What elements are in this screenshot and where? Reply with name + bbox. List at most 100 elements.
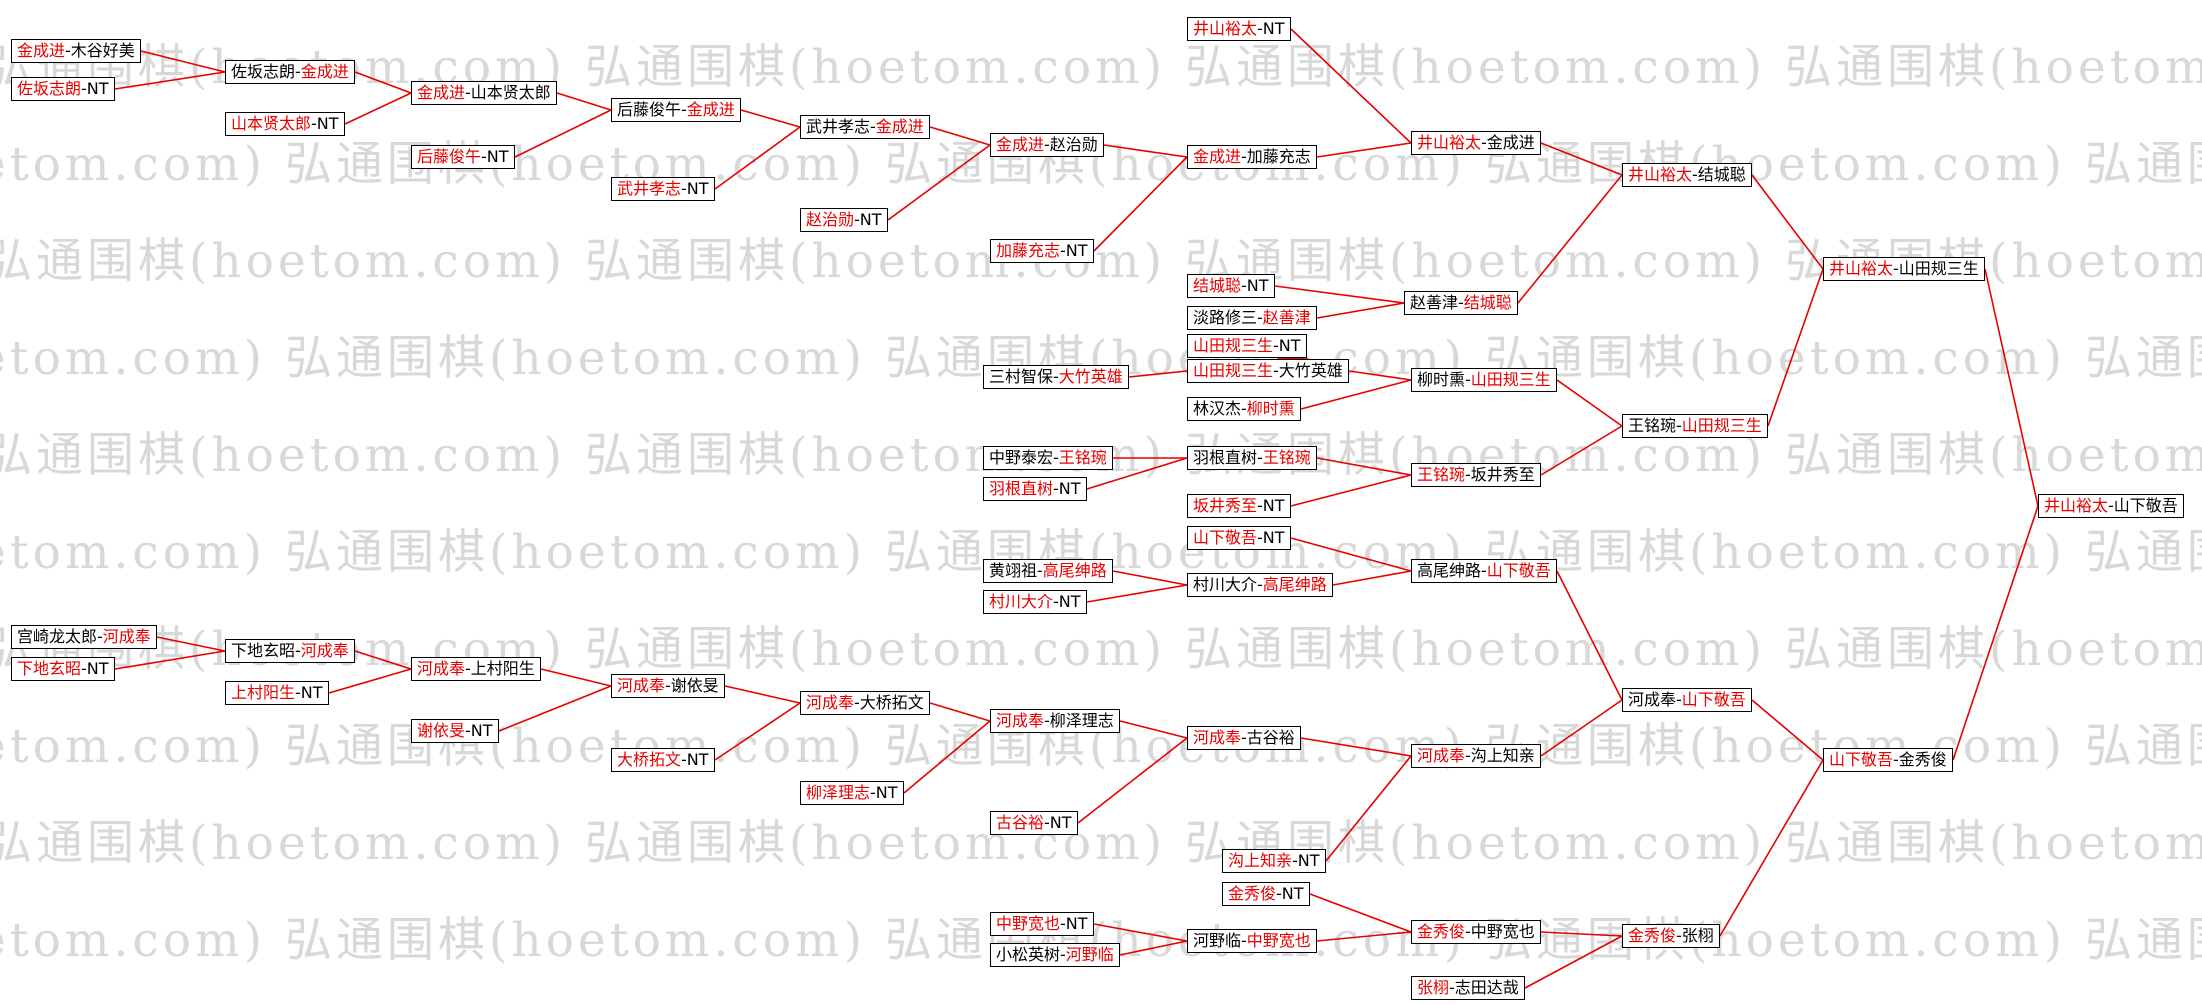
watermark-text: 弘通围棋(hoetom.com) — [0, 719, 266, 774]
watermark-text: 弘通围棋(hoetom.com) — [285, 331, 866, 386]
match-box-b01: 金成进-木谷好美 — [11, 39, 141, 63]
watermark-text: 弘通围棋(hoetom.com) — [0, 234, 566, 289]
winner-name: 井山裕太 — [1829, 259, 1894, 278]
bracket-connector — [1348, 370, 1412, 381]
winner-name: 山下敬吾 — [1486, 561, 1551, 580]
winner-name: 赵善津 — [1262, 308, 1311, 327]
match-box-b43: 谢依旻-NT — [411, 719, 499, 743]
match-box-b54: 金秀俊-NT — [1222, 882, 1310, 906]
player-name: 武井孝志- — [806, 117, 876, 136]
bracket-connector — [1952, 505, 2039, 761]
bracket-connector — [1556, 570, 1623, 701]
match-box-b44: 河成奉-谢依旻 — [611, 674, 725, 698]
match-box-b08: 武井孝志-NT — [611, 177, 715, 201]
player-name: -金成进 — [1481, 133, 1535, 152]
match-box-b04: 山本贤太郎-NT — [225, 112, 345, 136]
match-box-b34: 村川大介-NT — [983, 590, 1087, 614]
bracket-connector — [1540, 931, 1623, 937]
bracket-connector — [140, 50, 226, 73]
player-name: -NT — [681, 179, 709, 198]
watermark-text: 弘通围棋(hoetom.com) — [2085, 719, 2202, 774]
winner-name: 金成进 — [300, 62, 349, 81]
winner-name: 村川大介 — [989, 592, 1054, 611]
player-name: -NT — [311, 114, 339, 133]
bracket-connector — [354, 650, 412, 670]
player-name: 中野泰宏- — [989, 448, 1059, 467]
bracket-connector — [1719, 759, 1824, 937]
player-name: -NT — [81, 79, 109, 98]
winner-name: 山田规三生 — [1193, 361, 1274, 380]
player-name: -NT — [1053, 479, 1081, 498]
bracket-connector — [1325, 755, 1412, 862]
match-box-b10: 赵治勋-NT — [800, 208, 888, 232]
player-name: 林汉杰- — [1193, 399, 1247, 418]
bracket-connector — [1309, 893, 1412, 933]
player-name: -上村阳生 — [465, 659, 535, 678]
watermark-text: 弘通围棋(hoetom.com) — [0, 913, 266, 968]
player-name: -NT — [1060, 914, 1088, 933]
player-name: 佐坂志朗- — [231, 62, 301, 81]
match-box-b07: 后藤俊午-金成进 — [611, 98, 741, 122]
bracket-connector — [1751, 174, 1824, 270]
player-name: -NT — [81, 659, 109, 678]
bracket-connector — [740, 109, 801, 128]
winner-name: 金成进 — [996, 135, 1045, 154]
watermark-text: 弘通围棋(hoetom.com) — [885, 137, 1466, 192]
player-name: -坂井秀至 — [1465, 465, 1535, 484]
watermark-text: 弘通围棋(hoetom.com) — [0, 525, 266, 580]
winner-name: 河野临 — [1065, 945, 1114, 964]
bracket-connector — [1751, 699, 1824, 761]
winner-name: 河成奉 — [417, 659, 466, 678]
match-box-b22: 山田规三生-大竹英雄 — [1187, 359, 1349, 383]
player-name: 小松英树- — [996, 945, 1066, 964]
watermark-text: 弘通围棋(hoetom.com) — [1785, 428, 2202, 483]
match-box-b57: 河野临-中野宽也 — [1187, 929, 1317, 953]
bracket-connector — [1112, 570, 1188, 586]
player-name: -NT — [1276, 884, 1304, 903]
watermark-text: 弘通围棋(hoetom.com) — [1785, 40, 2202, 95]
winner-name: 金成进 — [417, 83, 466, 102]
winner-name: 赵治勋 — [806, 210, 855, 229]
winner-name: 山下敬吾 — [1193, 528, 1258, 547]
winner-name: 羽根直树 — [989, 479, 1054, 498]
bracket-connector — [1077, 737, 1188, 824]
bracket-connector — [1316, 931, 1412, 942]
bracket-connector — [514, 109, 612, 158]
watermark-text: 弘通围棋(hoetom.com) — [0, 428, 566, 483]
match-box-b02: 佐坂志朗-NT — [11, 77, 115, 101]
winner-name: 大桥拓文 — [617, 750, 682, 769]
match-box-b29: 羽根直树-王铭琬 — [1187, 446, 1317, 470]
player-name: 下地玄昭- — [231, 641, 301, 660]
match-box-b16: 结城聪-NT — [1187, 274, 1275, 298]
winner-name: 高尾绅路 — [1042, 561, 1107, 580]
match-box-b37: 井山裕太-山下敬吾 — [2038, 494, 2184, 518]
player-name: -NT — [1257, 528, 1285, 547]
match-box-b50: 河成奉-古谷裕 — [1187, 726, 1301, 750]
watermark-text: 弘通围棋(hoetom.com) — [1485, 137, 2066, 192]
winner-name: 山田规三生 — [1193, 336, 1274, 355]
player-name: -NT — [854, 210, 882, 229]
winner-name: 金成进 — [686, 100, 735, 119]
watermark-text: 弘通围棋(hoetom.com) — [285, 913, 866, 968]
bracket-connector — [1093, 156, 1188, 252]
bracket-connector — [1128, 370, 1188, 378]
player-name: 村川大介- — [1193, 575, 1263, 594]
bracket-connector — [1984, 268, 2039, 507]
winner-name: 下地玄昭 — [17, 659, 82, 678]
winner-name: 王铭琬 — [1058, 448, 1107, 467]
winner-name: 中野宽也 — [996, 914, 1061, 933]
match-box-b41: 上村阳生-NT — [225, 681, 329, 705]
bracket-connector — [354, 71, 412, 94]
bracket-connector — [714, 702, 801, 761]
bracket-connector — [1556, 379, 1623, 427]
player-name: 王铭琬- — [1628, 416, 1682, 435]
match-box-b17: 淡路修三-赵善津 — [1187, 306, 1317, 330]
player-name: -柳泽理志 — [1044, 711, 1114, 730]
match-box-b14: 井山裕太-NT — [1187, 17, 1291, 41]
watermark-text: 弘通围棋(hoetom.com) — [285, 525, 866, 580]
winner-name: 坂井秀至 — [1193, 496, 1258, 515]
winner-name: 山田规三生 — [1470, 370, 1551, 389]
winner-name: 结城聪 — [1463, 293, 1512, 312]
winner-name: 柳时熏 — [1246, 399, 1295, 418]
watermark-text: 弘通围棋(hoetom.com) — [1185, 622, 1766, 677]
